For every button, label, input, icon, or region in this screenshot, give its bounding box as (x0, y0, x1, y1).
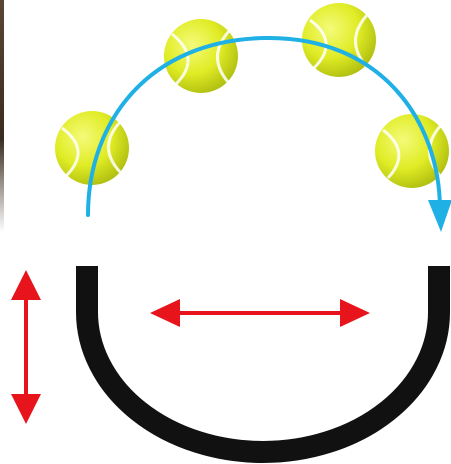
horizontal-double-arrow (150, 299, 370, 327)
half-pipe (87, 266, 439, 452)
tennis-ball-2 (164, 19, 238, 93)
vertical-double-arrow (11, 270, 41, 424)
